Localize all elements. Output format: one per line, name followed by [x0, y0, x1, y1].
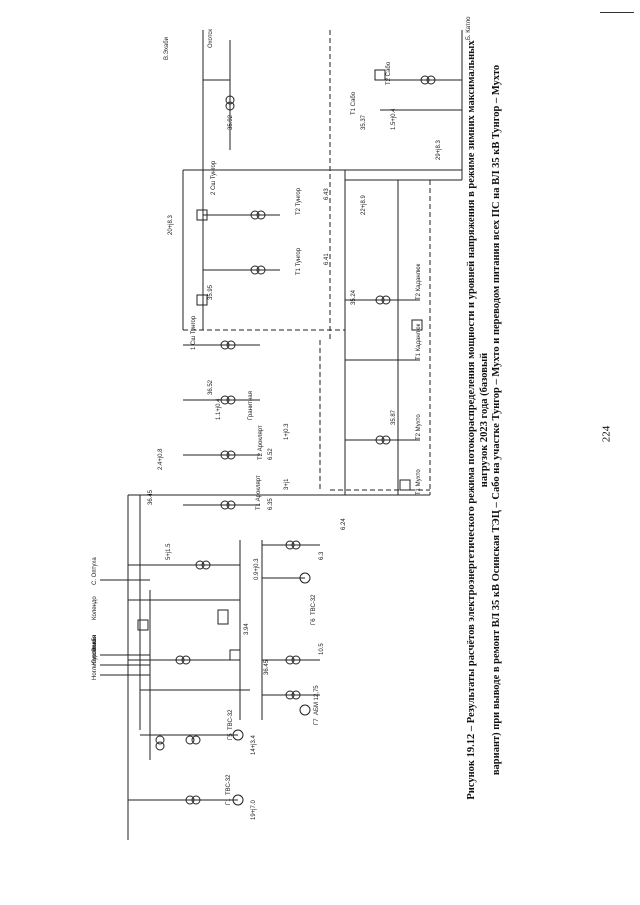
voltage-label: 6.24 — [341, 518, 347, 530]
header-rule — [600, 12, 634, 13]
substation-label: Т2 Сабо — [386, 61, 392, 85]
caption-line-2: вариант) при выводе в ремонт ВЛ 35 кВ Ос… — [491, 64, 502, 776]
substation-label: 2 Сш Тунгор — [211, 160, 217, 195]
voltage-label: 36.45 — [148, 489, 154, 505]
caption-line-1: Рисунок 19.12 – Результаты расчётов элек… — [466, 40, 490, 800]
flow-label: 29+j8.3 — [436, 139, 442, 160]
substation-label: Т1 Ароклярт — [256, 475, 262, 510]
generator-type: ТВС-32 — [311, 594, 317, 615]
substation-label: Т1 Мухто — [416, 469, 422, 495]
substation-label: Т2 Каданлюк — [416, 263, 422, 300]
label-top-mid: Охотск — [208, 29, 214, 48]
voltage-label: 35.87 — [391, 409, 397, 425]
generator-type: ТВС-32 — [226, 774, 232, 795]
flow-label: 19+j7.0 — [251, 799, 257, 820]
voltage-label: 6.35 — [268, 498, 274, 510]
flow-label: 0.9+j0.3 — [254, 558, 260, 580]
label-left-3: Колонгио — [92, 639, 98, 665]
voltage-label: 6.43 — [324, 188, 330, 200]
voltage-label: 10.5 — [319, 643, 325, 655]
voltage-label: 6.3 — [319, 551, 325, 560]
flow-label: 1+j0.3 — [284, 423, 290, 440]
generator-label: Г1 — [226, 798, 232, 805]
voltage-label: 3.94 — [244, 623, 250, 635]
label-left-4: Ноглибуровская — [92, 635, 98, 680]
generator-label: Г6 — [311, 618, 317, 625]
lower-network — [100, 540, 320, 801]
voltage-label: 35.92 — [228, 114, 234, 130]
flow-label: 1.5+j0.4 — [391, 108, 397, 130]
label-left-mid: С. Оптуха — [92, 557, 98, 585]
figure-caption: Рисунок 19.12 – Результаты расчётов элек… — [466, 30, 526, 810]
substation-label: Т1 Тунгор — [296, 247, 302, 275]
label-left-1: Колендо — [92, 596, 98, 620]
trunk-lines — [127, 30, 463, 840]
substation-label: Т1 Каданлюк — [416, 323, 422, 360]
flow-label: 14+j3.4 — [251, 734, 257, 755]
flow-label: 1.1+j0.4 — [216, 398, 222, 420]
label-left-2: Эхаби — [92, 635, 98, 652]
generator-label: Г7 — [314, 718, 320, 725]
flow-label: 3+j1 — [284, 478, 290, 490]
label-bottom-right: Б. Катло — [466, 16, 472, 40]
flow-label: 20+j8.3 — [168, 214, 174, 235]
substation-label: Т2 Мухто — [416, 414, 422, 440]
voltage-label: 6.41 — [324, 253, 330, 265]
voltage-label: 35.95 — [208, 284, 214, 300]
flow-label: 5+j1.5 — [166, 543, 172, 560]
voltage-label: 36.52 — [208, 379, 214, 395]
substation-label: Т2 Ароклярт — [258, 425, 264, 460]
label-top-left: В.Эхаби — [164, 37, 170, 60]
breaker-symbols — [137, 69, 423, 661]
substation-label: Гранитная — [248, 391, 254, 420]
voltage-label: 6.52 — [268, 448, 274, 460]
page-number: 224 — [600, 425, 613, 443]
flow-label: 22+j8.9 — [361, 194, 367, 215]
generator-type: ТВС-32 — [228, 709, 234, 730]
voltage-label: 36.45 — [264, 659, 270, 675]
generator-type: АБМ 12,75 — [314, 685, 320, 715]
voltage-label: 35.24 — [351, 289, 357, 305]
substation-label: 1 Сш Тунгор — [191, 315, 197, 350]
substation-label: Т1 Сабо — [351, 91, 357, 115]
substation-label: Т2 Тунгор — [296, 187, 302, 215]
flow-label: 2.4+j0.8 — [158, 448, 164, 470]
generator-label: Г5 — [228, 733, 234, 740]
voltage-label: 35.37 — [361, 114, 367, 130]
